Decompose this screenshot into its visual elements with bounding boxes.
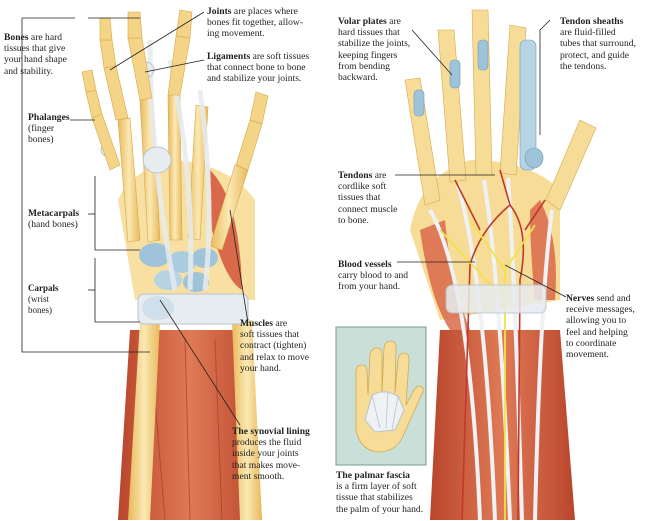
label-bones: Bones are hard tissues that give your ha…	[4, 32, 94, 77]
label-joints-term: Joints	[207, 6, 232, 17]
left-phalanges	[81, 9, 269, 171]
label-bones-line: your hand shape	[4, 54, 67, 66]
label-palmar-fascia: The palmar fascia is a firm layer of sof…	[336, 470, 451, 515]
label-volar-line: hard tissues that	[338, 27, 400, 39]
label-phalanges-term: Phalanges	[28, 112, 70, 123]
label-sheaths-line: the tendons.	[560, 60, 607, 72]
label-tendons-line: are	[372, 170, 387, 181]
label-sheaths-term: Tendon sheaths	[560, 16, 624, 27]
left-radius	[128, 320, 160, 520]
label-ligaments: Ligaments are soft tissues that connect …	[207, 51, 337, 85]
label-nerves-term: Nerves	[566, 293, 595, 304]
label-joints-line: are places where	[231, 6, 298, 17]
label-tendons-line: cordlike soft	[338, 181, 387, 193]
label-nerves-line: movement.	[566, 349, 609, 361]
label-sheaths-line: are fluid-filled	[560, 27, 616, 39]
label-nerves-line: to coordinate	[566, 337, 617, 349]
label-volar-line: backward.	[338, 72, 378, 84]
label-joints-line: ing movement.	[207, 28, 265, 40]
label-ligaments-line: and stabilize your joints.	[207, 73, 302, 85]
label-nerves: Nerves send and receive messages, allowi…	[566, 293, 646, 360]
label-tendon-sheaths: Tendon sheaths are fluid-filled tubes th…	[560, 16, 646, 72]
label-fascia-term: The palmar fascia	[336, 470, 410, 481]
label-metacarpals-line: (hand bones)	[28, 219, 78, 231]
label-muscles-line: are	[273, 318, 288, 329]
label-muscles: Muscles are soft tissues that contract (…	[240, 318, 335, 374]
label-bones-line: are hard	[28, 32, 63, 43]
label-synovial-line: ment smooth.	[232, 470, 285, 482]
palmar-fascia-inset	[335, 326, 427, 466]
label-ligaments-term: Ligaments	[207, 51, 251, 62]
label-muscles-line: contract (tighten)	[240, 340, 307, 352]
label-vessels-line: from your hand.	[338, 281, 401, 293]
label-bones-term: Bones	[4, 32, 29, 43]
label-sheaths-line: protect, and guide	[560, 49, 629, 61]
label-volar-term: Volar plates	[338, 16, 387, 27]
label-blood-vessels: Blood vessels carry blood to and from yo…	[338, 259, 428, 293]
label-synovial-line: that makes move-	[232, 459, 301, 471]
label-joints-line: bones fit together, allow-	[207, 17, 304, 29]
label-bones-line: tissues that give	[4, 43, 66, 55]
label-synovial-line: inside your joints	[232, 448, 299, 460]
right-hand-illustration	[404, 9, 597, 521]
label-fascia-line: is a firm layer of soft	[336, 481, 417, 493]
label-carpals-line: bones)	[28, 305, 52, 316]
label-ligaments-line: are soft tissues	[250, 51, 310, 62]
label-fascia-line: the palm of your hand.	[336, 503, 424, 515]
label-nerves-line: send and	[594, 293, 631, 304]
label-muscles-line: your hand.	[240, 362, 282, 374]
label-muscles-line: and relax to move	[240, 351, 309, 363]
label-phalanges-line: (finger	[28, 123, 55, 135]
label-vessels-line: carry blood to and	[338, 270, 409, 282]
label-synovial-line: produces the fluid	[232, 437, 302, 449]
label-volar-line: are	[386, 16, 401, 27]
label-tendons-line: tissues that	[338, 192, 381, 204]
label-carpals: Carpals (wrist bones)	[28, 283, 88, 317]
label-ligaments-line: that connect bone to bone	[207, 62, 306, 74]
label-metacarpals: Metacarpals (hand bones)	[28, 208, 98, 230]
label-synovial-term: The synovial lining	[232, 426, 310, 437]
left-hand-illustration	[81, 9, 269, 521]
label-vessels-term: Blood vessels	[338, 259, 392, 270]
label-fascia-line: tissue that stabilizes	[336, 492, 413, 504]
label-volar-line: from bending	[338, 60, 390, 72]
label-volar-line: keeping fingers	[338, 49, 398, 61]
label-phalanges: Phalanges (finger bones)	[28, 112, 88, 146]
label-phalanges-line: bones)	[28, 134, 54, 146]
label-volar-plates: Volar plates are hard tissues that stabi…	[338, 16, 438, 83]
label-sheaths-line: tubes that surround,	[560, 38, 636, 50]
label-nerves-line: receive messages,	[566, 304, 635, 316]
left-ulna	[232, 320, 262, 520]
label-tendons-term: Tendons	[338, 170, 373, 181]
leader-lines	[21, 11, 567, 426]
label-tendons-line: connect muscle	[338, 203, 398, 215]
label-bones-line: and stability.	[4, 65, 53, 77]
label-tendons-line: to bone.	[338, 214, 369, 226]
label-nerves-line: allowing you to	[566, 315, 627, 327]
label-tendons: Tendons are cordlike soft tissues that c…	[338, 170, 418, 226]
label-carpals-term: Carpals	[28, 283, 59, 293]
right-tendon-sheaths	[413, 39, 544, 171]
label-muscles-term: Muscles	[240, 318, 274, 329]
label-joints: Joints are places where bones fit togeth…	[207, 6, 337, 40]
label-synovial-lining: The synovial lining produces the fluid i…	[232, 426, 337, 482]
label-nerves-line: feel and helping	[566, 326, 628, 338]
label-muscles-line: soft tissues that	[240, 329, 300, 341]
label-volar-line: stabilize the joints,	[338, 38, 411, 50]
label-carpals-line: (wrist	[28, 294, 49, 305]
right-fingers	[404, 9, 597, 211]
label-metacarpals-term: Metacarpals	[28, 208, 80, 219]
